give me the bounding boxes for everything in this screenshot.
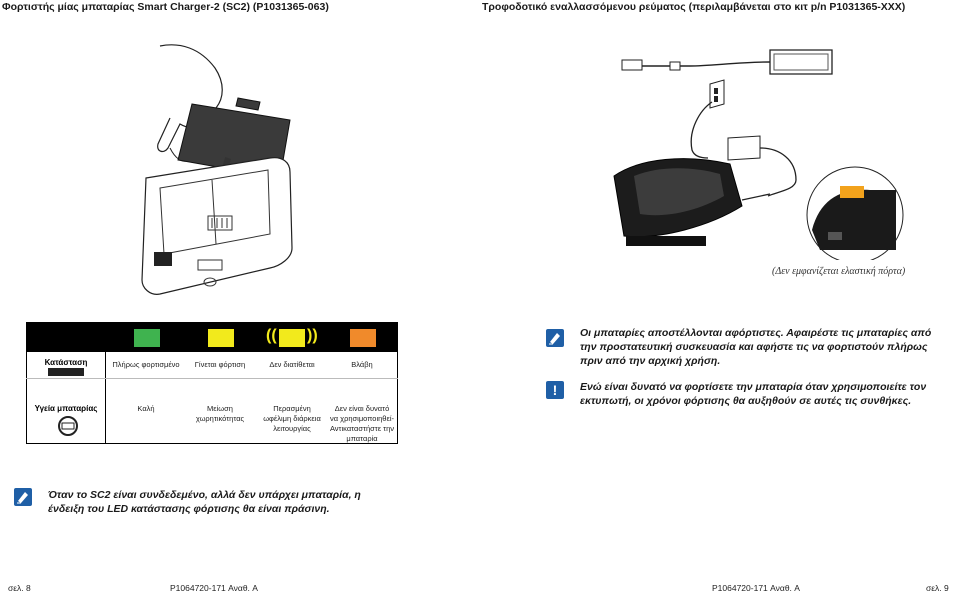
note-icon <box>546 329 564 347</box>
power-adapter-illustration <box>613 49 904 260</box>
warning-icon: ! <box>546 381 564 399</box>
left-doc-number: P1064720-171 Αναθ. A <box>170 583 258 593</box>
led-blinking-yellow-swatch <box>279 329 305 347</box>
health-cell-replace: Δεν είναι δυνατό να χρησιμοποιηθεί- Αντι… <box>329 404 395 443</box>
left-page-number: σελ. 8 <box>8 583 31 593</box>
right-page-title: Τροφοδοτικό εναλλασσόμενου ρεύματος (περ… <box>482 1 906 13</box>
health-cell-past-life: Περασμένη ωφέλιμη διάρκεια λειτουργίας <box>263 404 321 433</box>
charge-cell-na: Δεν διατίθεται <box>269 360 315 369</box>
health-cell-reduced: Μείωση χωρητικότητας <box>195 404 245 423</box>
led-color-header: (( )) <box>26 322 398 352</box>
figure-caption: (Δεν εμφανίζεται ελαστική πόρτα) <box>772 266 906 277</box>
battery-health-icon <box>58 416 78 436</box>
charger-illustration <box>141 44 293 295</box>
led-green-swatch <box>134 329 160 347</box>
led-status-table: (( )) Κατάσταση φόρτισης Πλήρως φορτισμέ… <box>26 322 398 444</box>
right-doc-number: P1064720-171 Αναθ. A <box>712 583 800 593</box>
blink-right-icon: )) <box>307 327 318 344</box>
led-yellow-swatch <box>208 329 234 347</box>
charge-cell-charging: Γίνεται φόρτιση <box>194 360 246 369</box>
charge-status-icon <box>48 368 84 376</box>
note-icon-bottom <box>14 488 32 506</box>
charge-cell-fault: Βλάβη <box>351 360 373 369</box>
led-orange-swatch <box>350 329 376 347</box>
blink-left-icon: (( <box>266 327 277 344</box>
right-page-number: σελ. 9 <box>926 583 949 593</box>
note-charge-while-printing: Ενώ είναι δυνατό να φορτίσετε την μπαταρ… <box>580 381 927 407</box>
battery-health-label: Υγεία μπαταρίας <box>34 404 98 413</box>
left-page-title: Φορτιστής μίας μπαταρίας Smart Charger-2… <box>2 1 329 13</box>
health-cell-good: Καλή <box>137 404 155 413</box>
charge-cell-full: Πλήρως φορτισμένο <box>112 360 180 369</box>
note-uncharged-batteries: Οι μπαταρίες αποστέλλονται αφόρτιστες. Α… <box>580 327 932 367</box>
note-sc2-no-battery: Όταν το SC2 είναι συνδεδεμένο, αλλά δεν … <box>48 489 361 515</box>
